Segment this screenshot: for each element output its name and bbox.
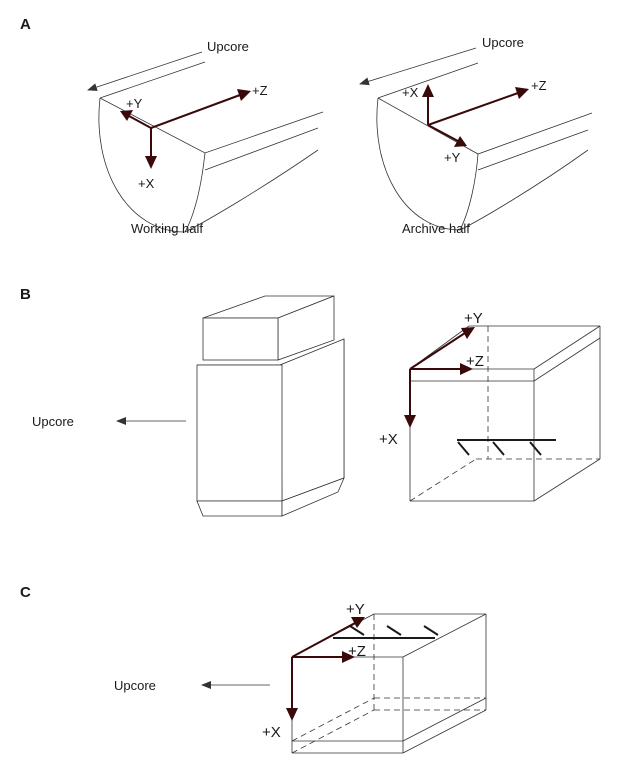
- axis-x-label: +X: [138, 176, 155, 191]
- archive-half-caption: Archive half: [402, 221, 470, 236]
- core-cut-face: [376, 97, 479, 231]
- axis-arrows: [120, 89, 251, 169]
- core-top-face: [377, 97, 593, 155]
- core-side-line: [204, 127, 319, 171]
- panel-c-letter: C: [20, 584, 31, 601]
- panel-c: C Upcore: [20, 584, 487, 754]
- axis-z-label: +Z: [466, 353, 484, 370]
- axis-arrows: [286, 617, 365, 721]
- panel-a-letter: A: [20, 16, 31, 33]
- axis-y-label: +Y: [126, 96, 143, 111]
- axis-y-label: +Y: [464, 310, 483, 327]
- upcore-label: Upcore: [114, 678, 156, 693]
- upcore-label: Upcore: [32, 414, 74, 429]
- sample-cube-with-cap: [196, 295, 345, 517]
- upcore-arrow: [87, 51, 203, 91]
- axis-arrows: [404, 327, 475, 428]
- working-half-caption: Working half: [131, 221, 203, 236]
- core-bottom-edge: [184, 149, 319, 233]
- orientation-cube: +Y +Z +X: [379, 310, 601, 502]
- axis-x-label: +X: [402, 85, 419, 100]
- axis-y-label: +Y: [444, 150, 461, 165]
- core-cut-face: [98, 97, 206, 233]
- upcore-label: Upcore: [207, 39, 249, 54]
- panel-a: A Upcore +Y +Z +X Working ha: [20, 16, 593, 236]
- core-back-edge: [377, 62, 479, 99]
- panel-b-letter: B: [20, 286, 31, 303]
- split-marks: [333, 625, 439, 639]
- axis-z-label: +Z: [531, 78, 547, 93]
- axis-z-label: +Z: [252, 83, 268, 98]
- split-marks: [457, 439, 556, 456]
- core-side-line: [477, 129, 589, 171]
- archive-half-diagram: Upcore +X +Z +Y Archive half: [359, 35, 593, 236]
- panel-b: B Upcore: [20, 286, 601, 517]
- axis-arrows: [422, 84, 529, 147]
- core-bottom-edge: [459, 149, 589, 231]
- axis-y-label: +Y: [346, 601, 365, 618]
- upcore-arrow: [359, 47, 477, 86]
- axis-z-label: +Z: [348, 643, 366, 660]
- core-back-edge: [99, 61, 206, 99]
- axis-x-label: +X: [262, 724, 281, 741]
- working-half-diagram: Upcore +Y +Z +X Working half: [87, 39, 324, 236]
- axis-x-label: +X: [379, 431, 398, 448]
- upcore-label: Upcore: [482, 35, 524, 50]
- orientation-cube: +Y +Z +X: [262, 601, 487, 754]
